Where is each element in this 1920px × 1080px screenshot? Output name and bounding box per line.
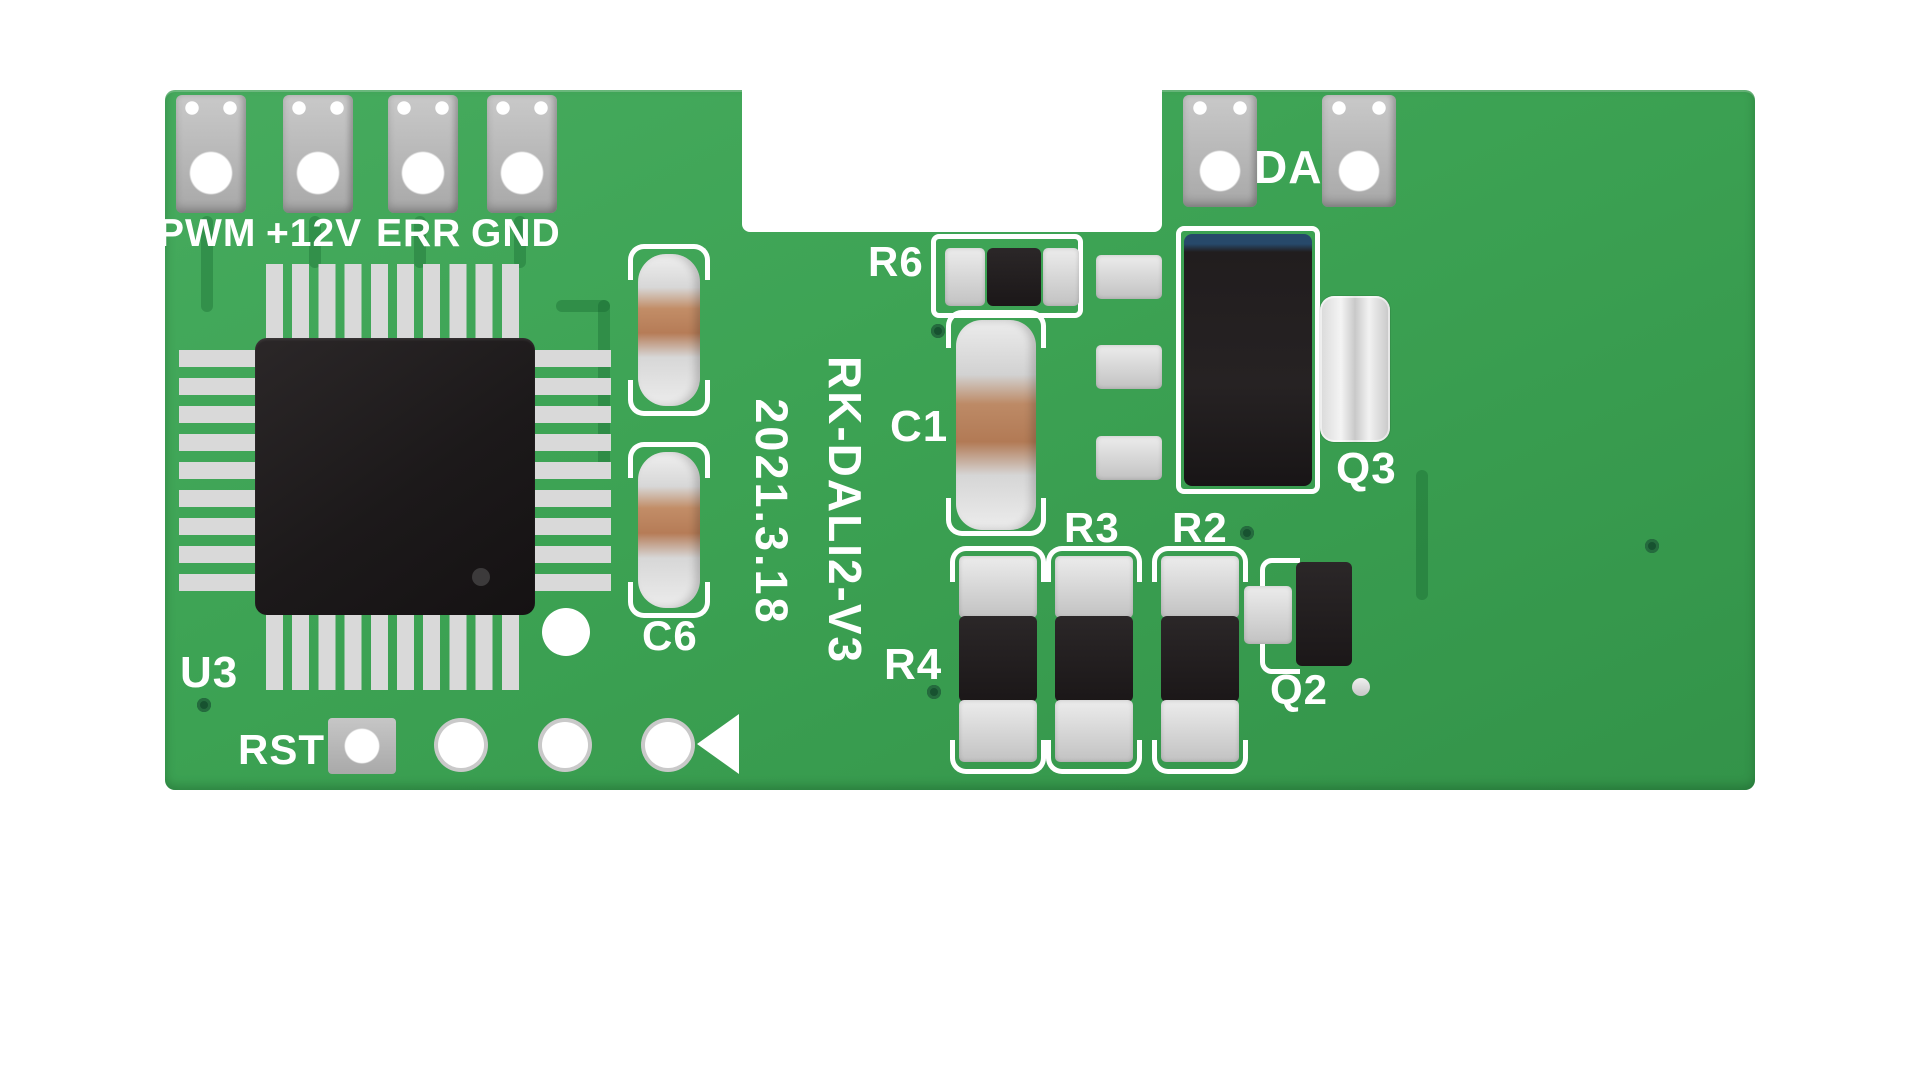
c6-silkscreen-bracket: [628, 442, 710, 478]
plus12v-label: +12V: [266, 212, 363, 255]
q3-label: Q3: [1336, 444, 1397, 493]
c6-silkscreen-bracket: [628, 244, 710, 280]
r4-label: R4: [884, 640, 943, 689]
resistor-pad: [1055, 700, 1133, 762]
solder-pad: [1096, 345, 1162, 389]
resistor-silkscreen-bracket: [1046, 740, 1142, 774]
resistor-silkscreen-bracket: [950, 740, 1046, 774]
via: [927, 685, 941, 699]
err-connector: [388, 95, 458, 213]
resistor-silkscreen-bracket: [950, 546, 1046, 582]
trace: [514, 216, 526, 268]
err-label: ERR: [376, 212, 462, 255]
u3-leads-bottom: [266, 613, 528, 690]
c6-silkscreen-bracket: [628, 380, 710, 416]
resistor-silkscreen-bracket: [1152, 740, 1248, 774]
via: [931, 324, 945, 338]
r6-pad-right: [1043, 248, 1079, 306]
arrow-marker-icon: [697, 714, 739, 774]
resistor-body: [959, 616, 1037, 702]
u3-chip-body: [255, 338, 535, 615]
trace: [556, 300, 610, 312]
pwm-label: PWM: [158, 212, 257, 255]
c6-silkscreen-bracket: [628, 582, 710, 618]
solder-dot: [1352, 678, 1370, 696]
u3-leads-left: [179, 350, 257, 602]
via: [1645, 539, 1659, 553]
r6-silkscreen-outline: [931, 234, 1083, 318]
c1-silkscreen-bracket: [946, 310, 1046, 348]
r6-resistor-body: [987, 248, 1041, 306]
solder-pad: [1096, 436, 1162, 480]
plus12v-connector: [283, 95, 353, 213]
q2-transistor-body: [1296, 562, 1352, 666]
resistor-pad: [1161, 556, 1239, 618]
resistor-pad: [1161, 700, 1239, 762]
c1-capacitor: [956, 320, 1036, 530]
trace: [1416, 470, 1428, 600]
trace: [414, 216, 426, 268]
da-connector-left: [1183, 95, 1257, 207]
trace: [201, 216, 213, 312]
resistor-body: [1161, 616, 1239, 702]
rst-pad: [328, 718, 396, 774]
r6-label: R6: [868, 238, 924, 285]
q3-silkscreen-outline: [1176, 226, 1320, 494]
r3-label: R3: [1064, 504, 1120, 551]
date-text: 2021.3.18: [746, 398, 797, 626]
trace: [309, 216, 321, 268]
model-text: RK-DALI2-V3: [819, 355, 871, 665]
c6-capacitor-bottom: [638, 452, 700, 608]
u3-label: U3: [180, 648, 239, 697]
da-label: DA: [1254, 141, 1323, 193]
q2-label: Q2: [1270, 666, 1329, 713]
through-hole: [542, 722, 588, 768]
resistor-pad: [959, 556, 1037, 618]
resistor-silkscreen-bracket: [1152, 546, 1248, 582]
via: [1240, 526, 1254, 540]
gnd-connector: [487, 95, 557, 213]
board-top-notch: [742, 84, 1162, 232]
c6-capacitor-top: [638, 254, 700, 406]
rst-label: RST: [238, 726, 325, 773]
resistor-pad: [959, 700, 1037, 762]
resistor-body: [1055, 616, 1133, 702]
r2-label: R2: [1172, 504, 1228, 551]
u3-leads-top: [266, 264, 528, 340]
via: [197, 698, 211, 712]
c6-label: C6: [642, 612, 698, 659]
gnd-label: GND: [471, 212, 561, 255]
da-connector-right: [1322, 95, 1396, 207]
through-hole: [645, 722, 691, 768]
resistor-silkscreen-bracket: [1046, 546, 1142, 582]
resistor-pad: [1055, 556, 1133, 618]
c1-label: C1: [890, 402, 949, 451]
mounting-hole: [542, 608, 590, 656]
q3-metal-component: [1320, 296, 1390, 442]
pwm-connector: [176, 95, 246, 213]
u3-leads-right: [533, 350, 611, 602]
c1-silkscreen-bracket: [946, 498, 1046, 536]
u3-pin1-dot: [472, 568, 490, 586]
q2-pad: [1244, 586, 1292, 644]
r6-pad-left: [945, 248, 985, 306]
through-hole: [438, 722, 484, 768]
solder-pad: [1096, 255, 1162, 299]
q3-transistor-body: [1184, 234, 1312, 486]
